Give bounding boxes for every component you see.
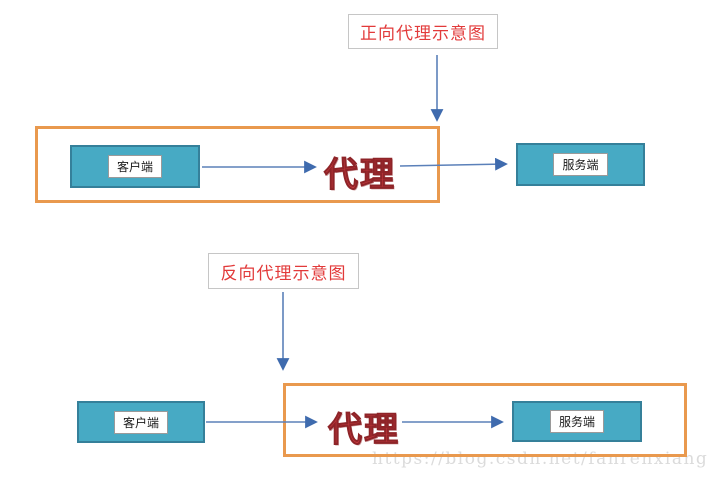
forward-server-label: 服务端: [553, 153, 608, 176]
forward-client-label: 客户端: [107, 155, 162, 178]
reverse-proxy-node-text: 代理: [328, 411, 400, 450]
forward-client-node: 客户端: [70, 145, 200, 188]
reverse-client-label: 客户端: [113, 410, 168, 434]
reverse-proxy-title-box: 反向代理示意图: [208, 253, 359, 289]
forward-proxy-title-box: 正向代理示意图: [348, 14, 498, 49]
reverse-proxy-boundary-rect: [283, 383, 687, 457]
reverse-proxy-title: 反向代理示意图: [220, 263, 347, 283]
forward-proxy-node-text: 代理: [324, 156, 396, 195]
reverse-client-node: 客户端: [77, 401, 205, 443]
reverse-server-label: 服务端: [549, 410, 604, 433]
forward-server-node: 服务端: [516, 143, 645, 186]
forward-proxy-title: 正向代理示意图: [360, 24, 486, 43]
reverse-server-node: 服务端: [512, 401, 642, 442]
